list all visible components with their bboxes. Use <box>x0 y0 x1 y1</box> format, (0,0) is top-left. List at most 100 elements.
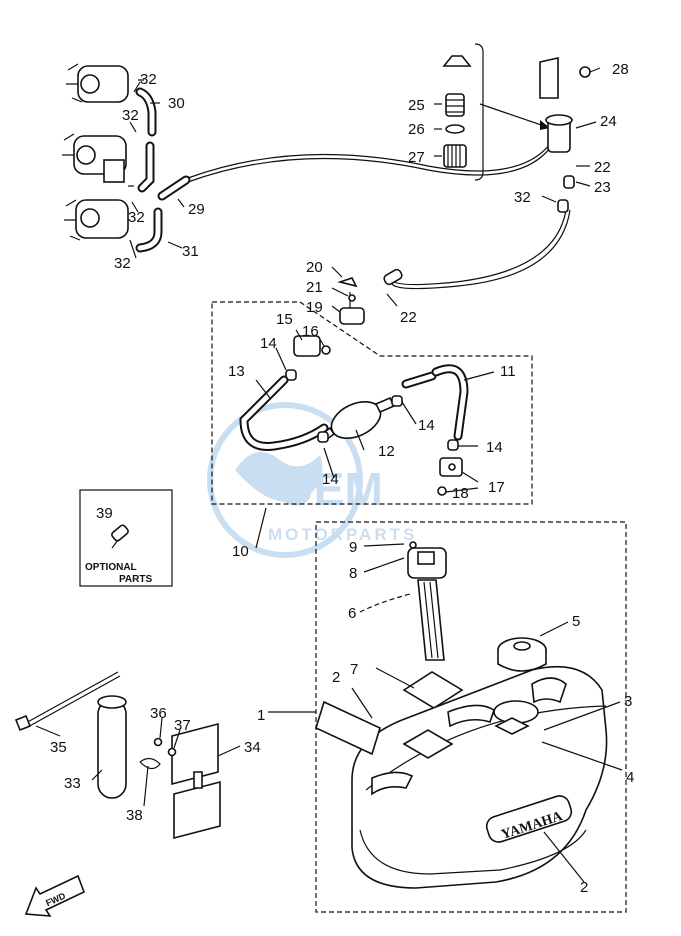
callout-9: 9 <box>349 539 357 556</box>
watermark-subtitle: MOTORPARTS <box>268 525 417 544</box>
callout-38: 38 <box>126 807 143 824</box>
pickup-tube-6 <box>417 579 445 661</box>
joint-32-right <box>557 199 569 213</box>
filter-cap-25 <box>442 55 472 117</box>
watermark-logo: OEM <box>278 463 383 515</box>
callout-35: 35 <box>50 739 67 756</box>
callout-19: 19 <box>306 299 323 316</box>
callout-3: 3 <box>624 693 632 710</box>
tank-assembly-box-1 <box>315 521 627 913</box>
fuel-cock-19 <box>339 292 365 325</box>
fuel-filter-24 <box>539 57 573 153</box>
callout-12: 12 <box>378 443 395 460</box>
clip-14-d <box>447 439 459 451</box>
callout-30: 30 <box>168 95 185 112</box>
callout-32-a: 32 <box>140 71 157 88</box>
clip-38 <box>139 757 161 770</box>
callout-7: 7 <box>350 661 358 678</box>
joint-22-mid <box>383 268 403 286</box>
callout-22-right: 22 <box>594 159 611 176</box>
callout-18: 18 <box>452 485 469 502</box>
primer-assembly-box-10 <box>211 301 533 505</box>
callout-2-decal: 2 <box>580 879 588 896</box>
callout-8: 8 <box>349 565 357 582</box>
parts-label: PARTS <box>119 574 152 585</box>
carburetor-middle <box>62 133 127 183</box>
gasket-3 <box>494 717 530 735</box>
callout-39: 39 <box>96 505 113 522</box>
bracket-34 <box>171 722 221 840</box>
screw-20 <box>337 277 358 288</box>
carburetor-bottom <box>64 199 129 241</box>
fuel-line-to-cock <box>391 209 567 286</box>
fuel-meter-8 <box>407 547 447 579</box>
label-2 <box>315 700 381 756</box>
cable-tie-35 <box>14 671 121 732</box>
callout-15: 15 <box>276 311 293 328</box>
washer-37 <box>167 747 177 757</box>
callout-26: 26 <box>408 121 425 138</box>
bracket-group <box>474 43 484 181</box>
clip-14-c <box>317 431 329 443</box>
callout-36: 36 <box>150 705 167 722</box>
fuel-tank: YAMAHA <box>351 665 608 889</box>
washer-21 <box>348 294 356 302</box>
callout-14-d: 14 <box>322 471 339 488</box>
callout-32-d: 32 <box>114 255 131 272</box>
carburetor-assembly <box>62 63 129 241</box>
screw-36 <box>153 737 163 747</box>
callout-23: 23 <box>594 179 611 196</box>
callout-29: 29 <box>188 201 205 218</box>
callout-14-a: 14 <box>260 335 277 352</box>
callout-20: 20 <box>306 259 323 276</box>
callout-25: 25 <box>408 97 425 114</box>
forward-arrow: FWD <box>24 874 86 917</box>
screw-9 <box>409 541 417 549</box>
callout-11: 11 <box>500 363 516 380</box>
callout-37: 37 <box>174 717 191 734</box>
callout-32-e: 32 <box>514 189 531 206</box>
fuel-line-to-filter <box>187 125 561 179</box>
connector-15 <box>293 335 331 357</box>
callout-17: 17 <box>488 479 505 496</box>
tank-cap-5 <box>497 637 547 672</box>
callout-22-mid: 22 <box>400 309 417 326</box>
callout-32-b: 32 <box>122 107 139 124</box>
callout-21: 21 <box>306 279 323 296</box>
callout-31: 31 <box>182 243 199 260</box>
optional-parts-box <box>79 489 173 587</box>
leader-6 <box>359 593 411 613</box>
carburetor-top <box>66 63 129 103</box>
callout-1: 1 <box>257 707 265 724</box>
callout-14-b: 14 <box>418 417 435 434</box>
o-ring-26 <box>445 124 465 134</box>
callout-10: 10 <box>232 543 249 560</box>
callout-34: 34 <box>244 739 261 756</box>
connector-17 <box>439 457 463 477</box>
callout-5: 5 <box>572 613 580 630</box>
callout-16: 16 <box>302 323 319 340</box>
sleeve-33 <box>97 695 127 799</box>
callout-numbers: 1 2 2 3 4 5 6 7 8 9 10 11 12 13 14 14 14… <box>50 61 634 896</box>
filter-element-27 <box>443 144 467 168</box>
adapter-39 <box>111 524 129 549</box>
clip-14-a <box>285 369 297 381</box>
callout-4: 4 <box>626 769 634 786</box>
callout-13: 13 <box>228 363 245 380</box>
callout-14-c: 14 <box>486 439 503 456</box>
callout-32-c: 32 <box>128 209 145 226</box>
clip-14-b <box>391 395 403 407</box>
primer-bulb-12 <box>320 396 396 442</box>
callout-27: 27 <box>408 149 425 166</box>
callout-33: 33 <box>64 775 81 792</box>
nut-28 <box>579 66 591 78</box>
joint-23 <box>563 175 575 189</box>
arrow-to-filter <box>479 103 551 129</box>
callout-24: 24 <box>600 113 617 130</box>
callout-28: 28 <box>612 61 629 78</box>
o-ring-18 <box>437 486 447 496</box>
gasket-7 <box>402 671 464 709</box>
leader-lines <box>35 67 623 883</box>
optional-label: OPTIONAL <box>85 562 137 573</box>
